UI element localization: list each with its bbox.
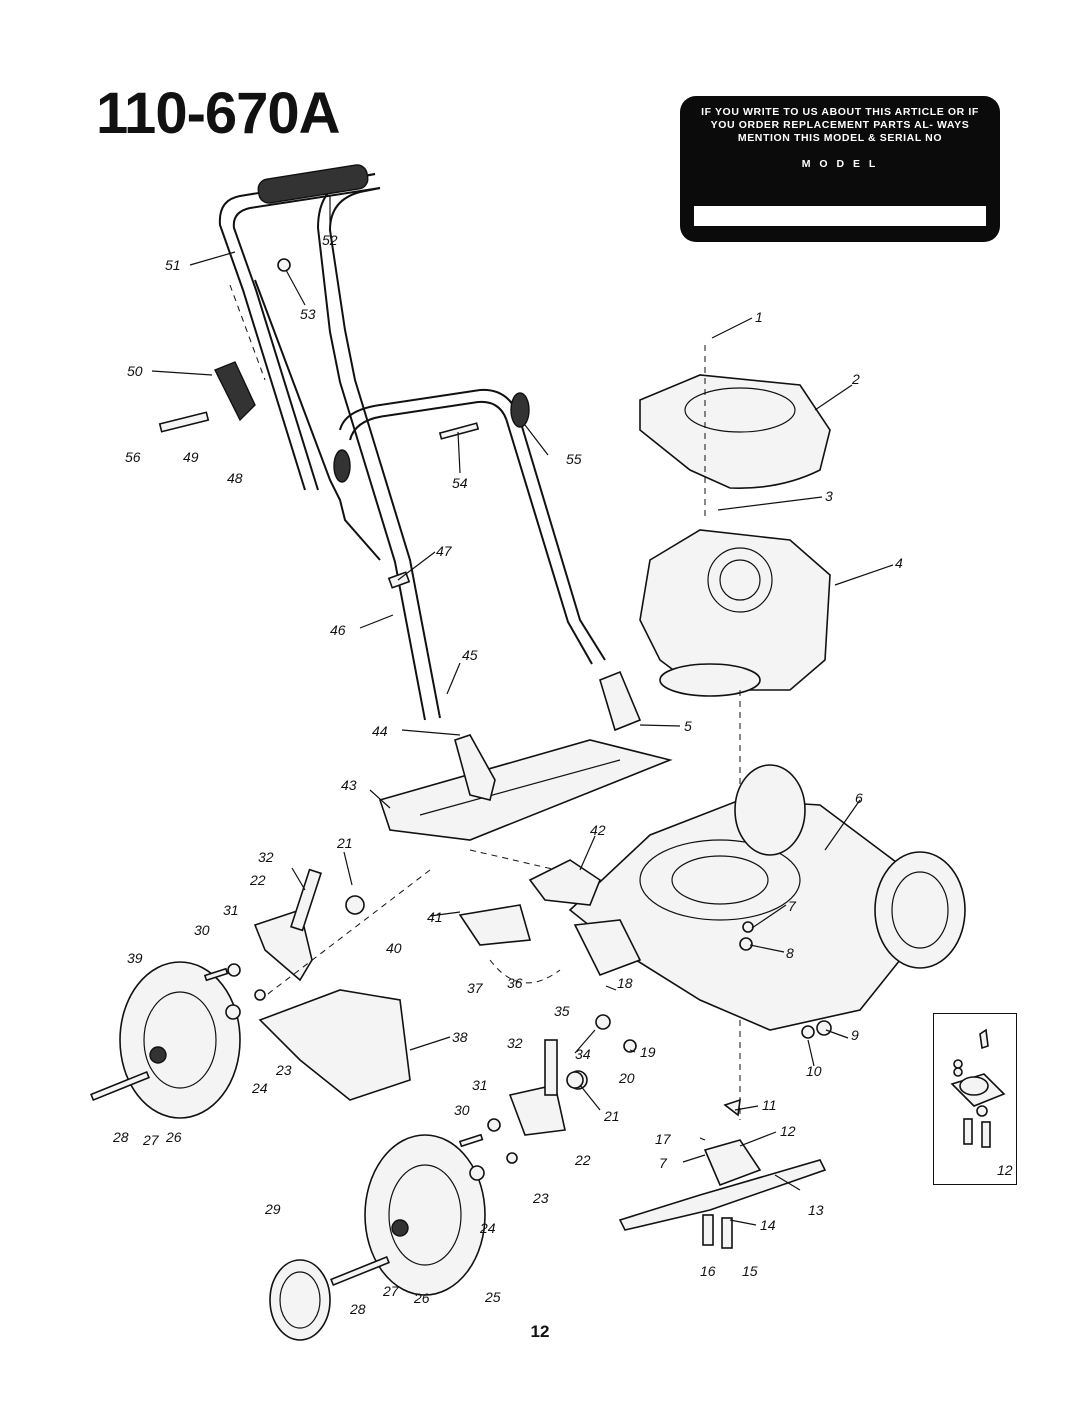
- callout-40: 40: [386, 940, 402, 956]
- callout-31: 31: [223, 902, 239, 918]
- callout-30-front: 30: [454, 1102, 470, 1118]
- handle-knob-right: [510, 392, 530, 428]
- callout-39: 39: [127, 950, 143, 966]
- callout-17: 17: [655, 1131, 672, 1147]
- callout-12-inset: 12: [997, 1162, 1013, 1178]
- model-number-title: 110-670A: [96, 81, 341, 146]
- callout-27: 27: [142, 1132, 160, 1148]
- model-serial-field[interactable]: [694, 206, 986, 226]
- deck-wheels: [734, 764, 966, 969]
- callout-45: 45: [462, 647, 478, 663]
- callout-41: 41: [427, 909, 443, 925]
- callout-16: 16: [700, 1263, 716, 1279]
- callout-1: 1: [755, 309, 763, 325]
- handle-assembly: [218, 164, 606, 721]
- callout-30: 30: [194, 922, 210, 938]
- callout-31-front: 31: [472, 1077, 488, 1093]
- blade-adapter-inset: [933, 1013, 1017, 1185]
- handle-bracket: [378, 670, 673, 881]
- callout-24: 24: [251, 1080, 268, 1096]
- callout-44: 44: [372, 723, 388, 739]
- callout-19: 19: [640, 1044, 656, 1060]
- notice-model-label: M O D E L: [801, 158, 879, 170]
- callout-37: 37: [467, 980, 484, 996]
- callout-4: 4: [895, 555, 903, 571]
- callout-23: 23: [275, 1062, 292, 1078]
- callout-7: 7: [788, 898, 797, 914]
- callout-46: 46: [330, 622, 346, 638]
- left-wheels: [90, 961, 486, 1341]
- callout-55: 55: [566, 451, 582, 467]
- callout-34: 34: [575, 1046, 591, 1062]
- callout-2: 2: [851, 371, 860, 387]
- notice-text: IF YOU WRITE TO US ABOUT THIS ARTICLE OR…: [701, 106, 979, 144]
- callout-24-front: 24: [479, 1220, 496, 1236]
- callout-50: 50: [127, 363, 143, 379]
- callout-21: 21: [336, 835, 353, 851]
- control-lever: [158, 258, 480, 440]
- callout-8: 8: [786, 945, 794, 961]
- parts-order-notice: IF YOU WRITE TO US ABOUT THIS ARTICLE OR…: [680, 96, 1000, 242]
- small-hardware: [203, 921, 832, 1181]
- callout-29: 29: [264, 1201, 281, 1217]
- callout-26: 26: [165, 1129, 182, 1145]
- callout-32: 32: [258, 849, 274, 865]
- callout-49: 49: [183, 449, 199, 465]
- blade: [618, 1159, 827, 1231]
- callout-13: 13: [808, 1202, 824, 1218]
- callout-56: 56: [125, 449, 141, 465]
- callout-23-front: 23: [532, 1190, 549, 1206]
- page-number: 12: [530, 1322, 550, 1341]
- handle-knob-left: [333, 449, 351, 483]
- callout-14: 14: [760, 1217, 776, 1233]
- callout-15: 15: [742, 1263, 758, 1279]
- callout-28-front: 28: [349, 1301, 366, 1317]
- engine: [639, 529, 831, 691]
- callout-36: 36: [507, 975, 523, 991]
- blade-assembly: [618, 1098, 827, 1249]
- engine-group: [639, 345, 831, 1120]
- callout-20: 20: [618, 1070, 635, 1086]
- blade-adapter: [703, 1139, 762, 1187]
- callout-12: 12: [780, 1123, 796, 1139]
- callout-10: 10: [806, 1063, 822, 1079]
- callout-21-front: 21: [603, 1108, 620, 1124]
- callout-42: 42: [590, 822, 606, 838]
- callout-22-front: 22: [574, 1152, 591, 1168]
- callout-7-blade: 7: [659, 1155, 668, 1171]
- callout-9: 9: [851, 1027, 859, 1043]
- callout-6: 6: [855, 790, 863, 806]
- callout-35: 35: [554, 1003, 570, 1019]
- callout-11: 11: [762, 1097, 777, 1113]
- hubcap: [269, 1259, 331, 1341]
- callout-43: 43: [341, 777, 357, 793]
- front-left-wheel: [364, 1134, 486, 1296]
- callout-53: 53: [300, 306, 316, 322]
- callout-3: 3: [825, 488, 833, 504]
- callout-52: 52: [322, 232, 338, 248]
- callout-25: 25: [484, 1289, 501, 1305]
- callout-48: 48: [227, 470, 243, 486]
- inset-drawing: [950, 1028, 1006, 1148]
- callout-27-front: 27: [382, 1283, 400, 1299]
- callout-18: 18: [617, 975, 633, 991]
- handle-grip: [257, 164, 369, 204]
- callout-28: 28: [112, 1129, 129, 1145]
- callout-5: 5: [684, 718, 692, 734]
- callout-26-front: 26: [413, 1290, 430, 1306]
- callout-22: 22: [249, 872, 266, 888]
- callout-54: 54: [452, 475, 468, 491]
- callout-38: 38: [452, 1029, 468, 1045]
- bag-bracket: [258, 989, 411, 1101]
- callout-51: 51: [165, 257, 181, 273]
- callout-47: 47: [436, 543, 453, 559]
- rear-left-wheel: [119, 961, 241, 1119]
- leader-lines: [151, 196, 894, 1226]
- callout-32-front: 32: [507, 1035, 523, 1051]
- mower-deck: [528, 799, 921, 1031]
